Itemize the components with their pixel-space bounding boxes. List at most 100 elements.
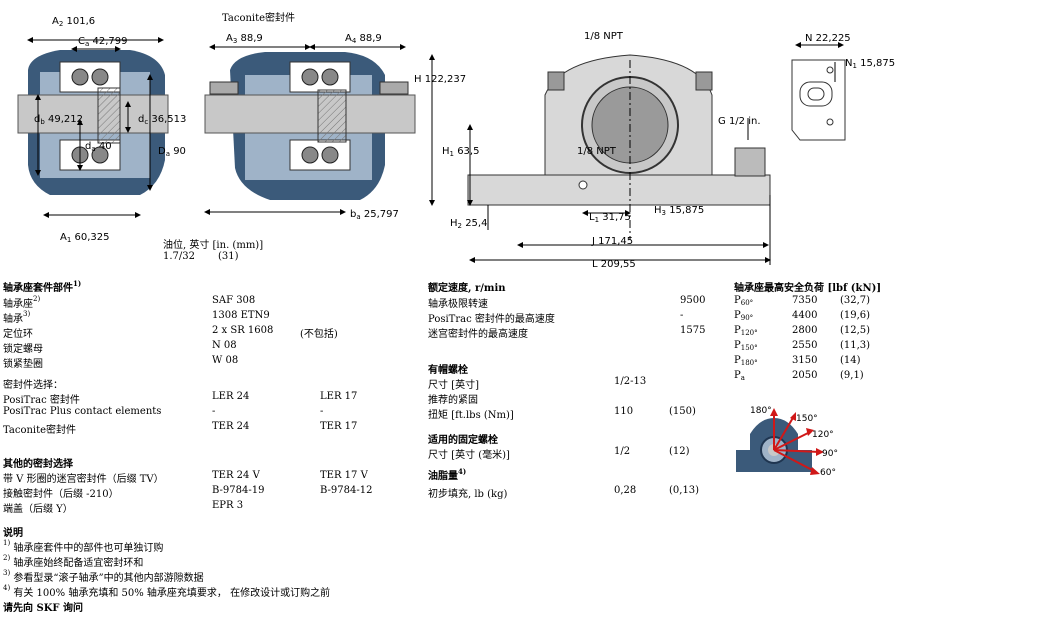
front-view [429,54,771,265]
dim-a3: A3 88,9 [226,33,263,45]
component-label: 锁紧垫圈 [3,359,43,370]
oil-level-label: 油位, 英寸 [in. (mm)] [163,240,264,251]
load-symbol: Pa [734,370,745,382]
note-item: 1) 轴承座套件中的部件也可单独订购 [3,539,164,554]
note-item: 4) 有关 100% 轴承充填和 50% 轴承座充填要求， 在修改设计或订购之前 [3,584,331,599]
oil-level-in: 1.7/32 [163,251,195,262]
dim-g: G 1/2 in. [718,116,761,127]
section-view-taconite [204,44,416,215]
component-value: SAF 308 [212,295,256,306]
dim-db: db 49,212 [34,114,83,126]
component-note: (不包括) [300,329,338,340]
component-value: W 08 [212,355,239,366]
load-value-lbf: 2050 [792,370,818,381]
grease-value: (0,13) [669,485,700,496]
load-value-lbf: 4400 [792,310,818,321]
load-value-kn: (12,5) [840,325,871,336]
seal-label: PosiTrac Plus contact elements [3,406,162,417]
load-symbol: P180° [734,355,758,367]
seal-title: 密封件选择： [3,380,63,391]
dim-h3: H3 15,875 [654,205,705,217]
component-value: N 08 [212,340,237,351]
component-value: 2 x SR 1608 [212,325,274,336]
load-value-kn: (32,7) [840,295,871,306]
speed-label: PosiTrac 密封件的最高速度 [428,314,555,325]
speed-value: - [680,310,684,321]
load-angle-60: 60° [820,468,836,478]
load-angle-150: 150° [796,414,818,424]
speed-value: 9500 [680,295,706,306]
grease-title: 油脂量4) [428,467,467,482]
load-value-kn: (14) [840,355,861,366]
attachment-bolts-value: 1/2 [614,446,631,457]
oil-level-mm: (31) [218,251,239,262]
seal-value: TER 24 [212,421,250,432]
attachment-bolts-label: 尺寸 [英寸 (毫米)] [428,450,510,461]
cap-bolts-label: 推荐的紧固 [428,395,478,406]
component-value: 1308 ETN9 [212,310,270,321]
note-item: 3) 参看型录“滚子轴承”中的其他内部游隙数据 [3,569,204,584]
load-symbol: P120° [734,325,758,337]
dim-dc: dc 36,513 [138,114,187,126]
dim-a2: A2 101,6 [52,16,96,28]
load-value-kn: (9,1) [840,370,864,381]
load-value-kn: (11,3) [840,340,871,351]
cap-bolts-title: 有帽螺栓 [428,365,468,376]
load-symbol: P60° [734,295,754,307]
dim-npt-top: 1/8 NPT [584,31,623,42]
load-angle-180: 180° [750,406,772,416]
dim-h1: H1 63,5 [442,146,480,158]
cap-bolts-value: 1/2-13 [614,376,647,387]
dim-ba: ba 25,797 [350,209,399,221]
seal-value: LER 24 [212,391,250,402]
technical-drawing [17,37,846,265]
other-seals-title: 其他的密封选择 [3,459,73,470]
side-view [791,42,846,141]
speed-title: 额定速度, r/min [428,283,506,294]
cap-bolts-label: 扭矩 [ft.lbs (Nm)] [428,410,514,421]
attachment-bolts-title: 适用的固定螺栓 [428,435,498,446]
load-title: 轴承座最高安全负荷 [lbf (kN)] [734,283,882,294]
component-label: 定位环 [3,329,33,340]
taconite-label: Taconite密封件 [222,13,296,24]
seal-value: - [320,406,324,417]
grease-label: 初步填充, lb (kg) [428,489,508,500]
load-value-lbf: 3150 [792,355,818,366]
dim-da-upper: Da 90 [158,146,186,158]
load-value-lbf: 2800 [792,325,818,336]
dim-j: J 171,45 [592,236,634,247]
cap-bolts-value: (150) [669,406,696,417]
seal-value: LER 17 [320,391,358,402]
load-angle-120: 120° [812,430,834,440]
load-direction-diagram [736,408,824,475]
dim-da-lower: da 40 [85,141,112,153]
load-angle-90: 90° [822,449,838,459]
other-seal-label: 接触密封件（后缀 -210） [3,489,119,500]
load-value-lbf: 2550 [792,340,818,351]
other-seal-value: TER 17 V [320,470,368,481]
dim-a4: A4 88,9 [345,33,382,45]
load-symbol: P150° [734,340,758,352]
dim-h2: H2 25,4 [450,218,488,230]
dim-n: N 22,225 [805,33,851,44]
cap-bolts-label: 尺寸 [英寸] [428,380,479,391]
load-value-lbf: 7350 [792,295,818,306]
other-seal-value: B-9784-12 [320,485,373,496]
notes-contact: 请先向 SKF 询问 [3,603,83,614]
other-seal-label: 端盖（后缀 Y） [3,504,73,515]
section-view-left [17,37,169,218]
other-seal-value: EPR 3 [212,500,244,511]
components-title: 轴承座套件部件1) [3,279,82,294]
attachment-bolts-value: (12) [669,446,690,457]
speed-label: 迷宫密封件的最高速度 [428,329,528,340]
load-symbol: P90° [734,310,754,322]
component-label: 锁定螺母 [3,344,43,355]
component-label: 轴承3) [3,310,31,325]
speed-label: 轴承极限转速 [428,299,488,310]
dim-npt-mid: 1/8 NPT [577,146,616,157]
notes-title: 说明 [3,528,23,539]
grease-value: 0,28 [614,485,637,496]
seal-label: PosiTrac 密封件 [3,395,80,406]
load-value-kn: (19,6) [840,310,871,321]
dim-ca: Ca 42,799 [78,36,128,48]
